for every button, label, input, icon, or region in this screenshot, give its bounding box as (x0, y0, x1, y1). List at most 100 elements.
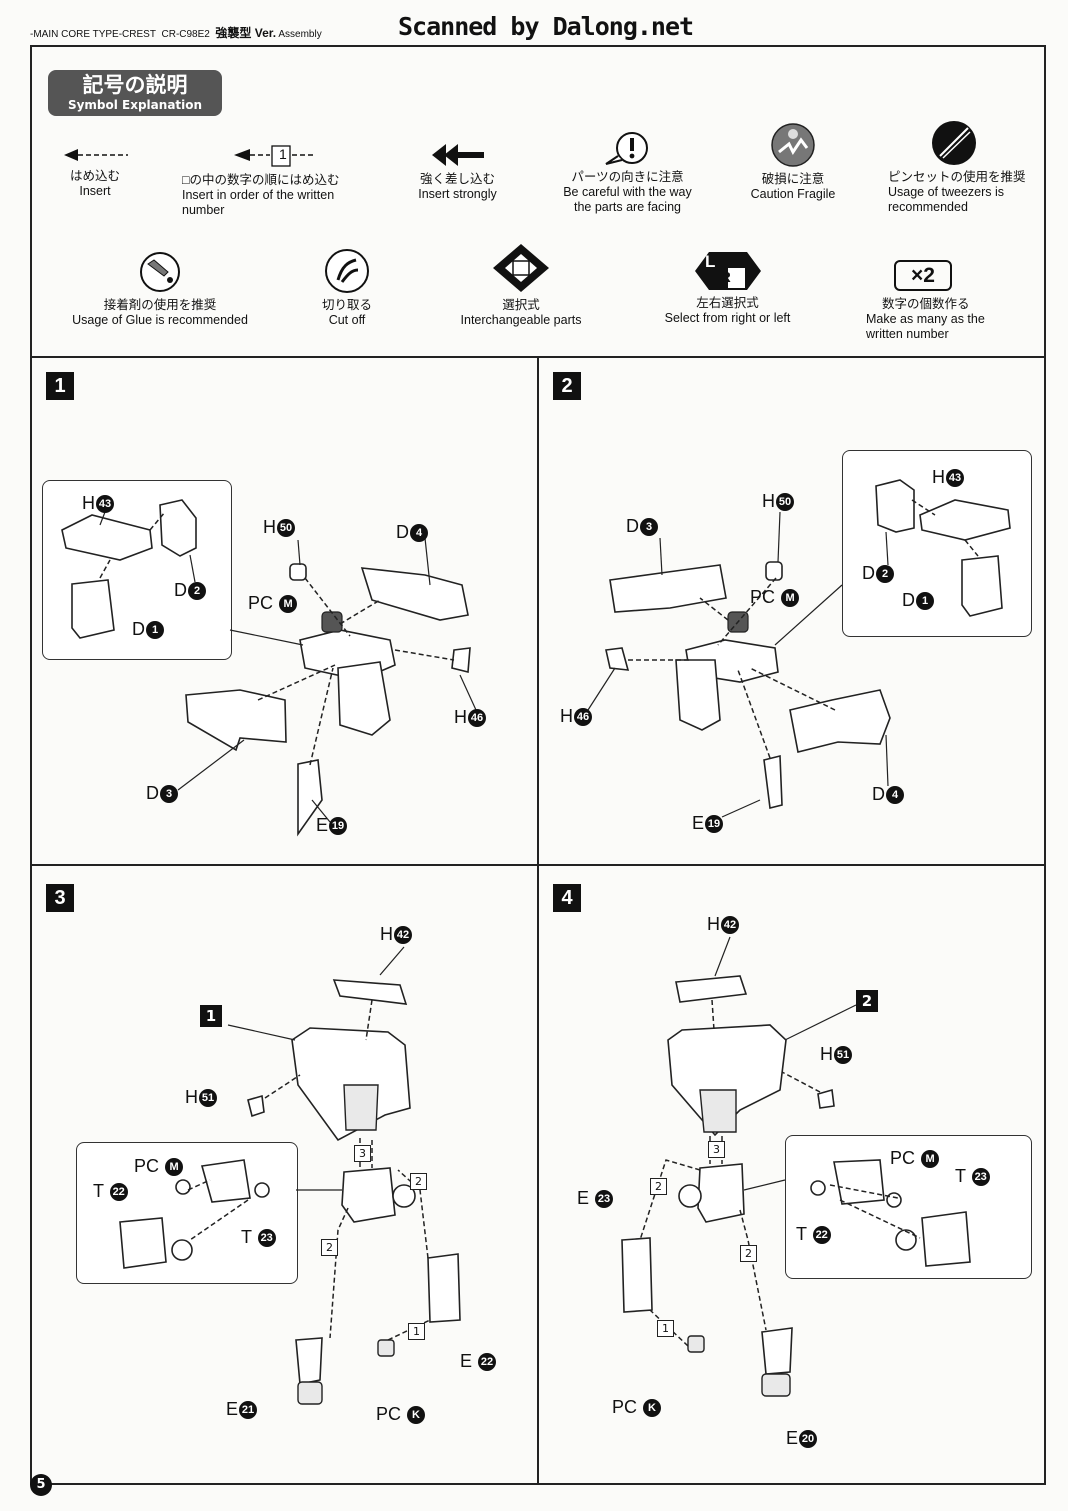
symbol-insert-strongly: 強く差し込む Insert strongly (405, 142, 510, 202)
symbol-insert-en: Insert (79, 184, 111, 198)
step3-part-pcm: PC M (134, 1156, 184, 1177)
symbol-cut: 切り取る Cut off (312, 248, 382, 328)
step-3-number: 3 (46, 884, 74, 912)
symbol-fragile-en: Caution Fragile (750, 187, 836, 201)
step3-seq-2b: 2 (321, 1239, 338, 1256)
symbol-strong-jp: 強く差し込む (419, 172, 495, 186)
step4-seq-1: 1 (657, 1320, 674, 1337)
symbol-times-en2: written number (866, 327, 949, 341)
step4-part-pck: PC K (612, 1397, 662, 1418)
lr-r-letter: R (720, 269, 731, 286)
step4-part-t22: T 22 (796, 1224, 831, 1245)
fragile-icon (771, 123, 815, 167)
tweezers-icon (932, 121, 976, 165)
step4-part-e23: E 23 (577, 1188, 614, 1209)
symbol-title-jp: 記号の説明 (82, 73, 188, 97)
symbol-cut-jp: 切り取る (321, 298, 372, 312)
symbol-interchange-en: Interchangeable parts (460, 313, 582, 327)
symbol-times-en1: Make as many as the (866, 312, 985, 326)
page-number: 5 (30, 1474, 52, 1496)
symbol-insert-jp: はめ込む (69, 169, 120, 183)
symbol-fragile-jp: 破損に注意 (761, 172, 825, 186)
cut-off-icon (325, 249, 369, 293)
header-prefix: -MAIN CORE TYPE-CREST (30, 29, 156, 40)
symbol-order-en1: Insert in order of the written (182, 188, 335, 202)
watermark: Scanned by Dalong.net (398, 12, 694, 41)
symbol-fragile: 破損に注意 Caution Fragile (738, 122, 848, 202)
step-1-number: 1 (46, 372, 74, 400)
step2-part-pcm: PC M (750, 587, 800, 608)
symbol-glue-jp: 接着剤の使用を推奨 (103, 298, 217, 312)
page-header: -MAIN CORE TYPE-CREST CR-C98E2 強襲型 Ver. … (30, 24, 322, 41)
symbol-facing-en1: Be careful with the way (563, 185, 692, 199)
symbol-glue: 接着剤の使用を推奨 Usage of Glue is recommended (60, 250, 260, 328)
symbol-title-badge: 記号の説明 Symbol Explanation (48, 70, 222, 116)
header-model: CR-C98E2 (161, 29, 210, 40)
symbol-tweezers: ピンセットの使用を推奨 Usage of tweezers is recomme… (888, 120, 1038, 215)
symbol-strong-en: Insert strongly (418, 187, 497, 201)
symbol-lr-jp: 左右選択式 (696, 296, 759, 310)
symbol-order-num: 1 (279, 146, 287, 162)
symbol-left-right: L R 左右選択式 Select from right or left (645, 250, 810, 326)
symbol-insert: はめ込む Insert (55, 145, 135, 199)
step4-part-pcm: PC M (890, 1148, 940, 1169)
symbol-tweezers-en1: Usage of tweezers is (888, 185, 1005, 199)
symbol-facing: パーツの向きに注意 Be careful with the way the pa… (550, 130, 705, 215)
step3-part-pck: PC K (376, 1404, 426, 1425)
exclamation-bubble-icon (604, 132, 648, 165)
symbol-times: ×2 数字の個数作る Make as many as the written n… (866, 260, 1016, 342)
symbol-lr-en: Select from right or left (664, 311, 791, 325)
interchange-icon (493, 244, 549, 292)
step3-seq-2a: 2 (410, 1173, 427, 1190)
step4-seq-2a: 2 (650, 1178, 667, 1195)
step4-ref-subassembly: 2 (856, 990, 878, 1012)
step-3-inset (76, 1142, 298, 1284)
header-section: Assembly (278, 29, 322, 40)
symbol-order-en2: number (182, 203, 225, 217)
symbol-interchangeable: 選択式 Interchangeable parts (446, 242, 596, 328)
step3-ref-subassembly: 1 (200, 1005, 222, 1027)
step1-part-pcm: PC M (248, 593, 298, 614)
symbol-interchange-jp: 選択式 (502, 298, 540, 312)
symbol-cut-en: Cut off (328, 313, 366, 327)
insert-arrow-icon (64, 149, 128, 161)
step3-part-t22: T 22 (93, 1181, 128, 1202)
symbol-facing-en2: the parts are facing (573, 200, 681, 214)
symbol-title-en: Symbol Explanation (67, 98, 203, 112)
step4-part-t23: T 23 (955, 1166, 990, 1187)
symbol-glue-en: Usage of Glue is recommended (72, 313, 248, 327)
step3-part-e22: E 22 (460, 1351, 497, 1372)
symbol-times-jp: 数字の個数作る (882, 297, 970, 311)
symbol-order-jp: □の中の数字の順にはめ込む (182, 173, 340, 187)
insert-order-arrow-icon (234, 145, 314, 167)
times-badge: ×2 (894, 260, 952, 291)
lr-l-letter: L (705, 252, 716, 271)
step3-seq-1: 1 (408, 1323, 425, 1340)
double-arrow-icon (431, 144, 484, 166)
symbol-insert-order: 1 □の中の数字の順にはめ込む Insert in order of the w… (182, 145, 372, 218)
symbol-tweezers-jp: ピンセットの使用を推奨 (888, 170, 1026, 184)
step-4-number: 4 (553, 884, 581, 912)
left-right-icon (694, 252, 761, 290)
